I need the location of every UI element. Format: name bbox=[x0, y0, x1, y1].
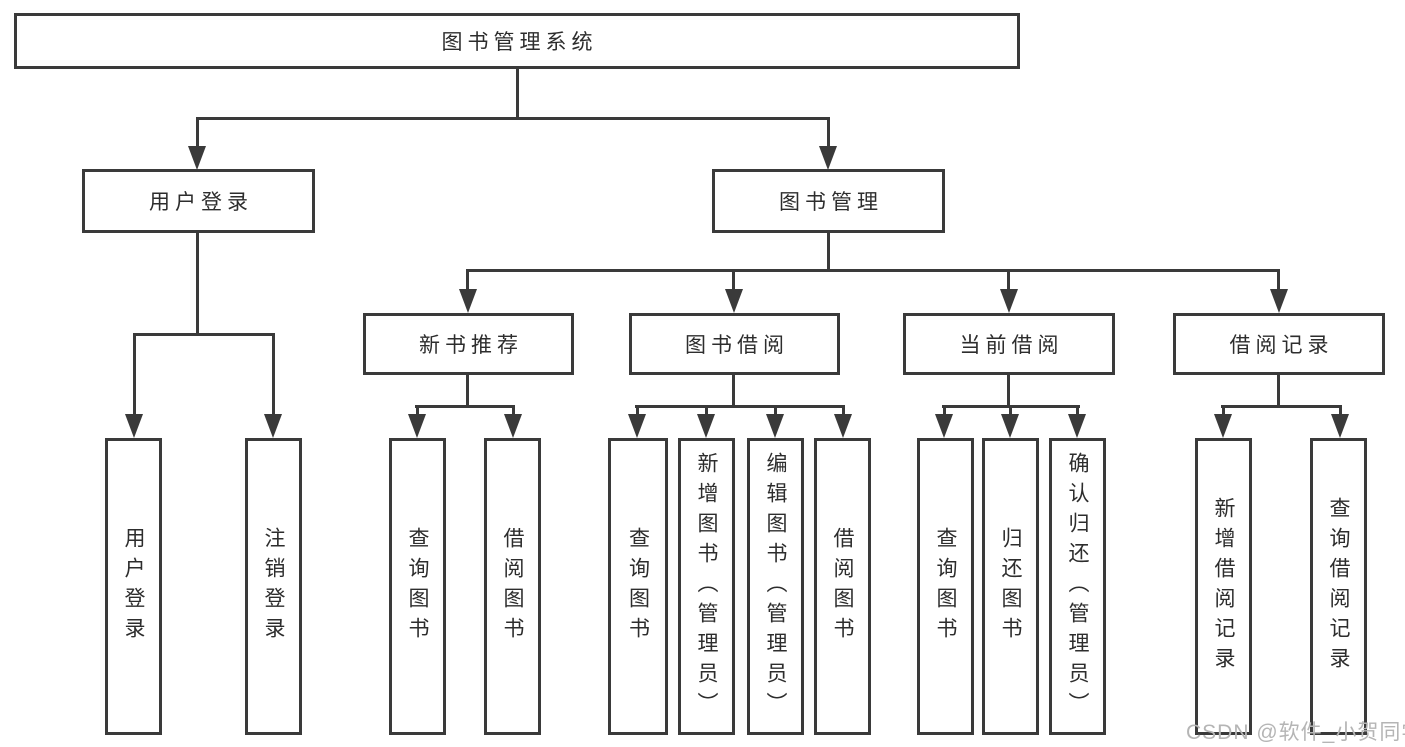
node-new-book-recommendation: 新书推荐 bbox=[363, 313, 574, 375]
leaf-query-borrow-record: 查询借阅记录 bbox=[1310, 438, 1367, 735]
connector-line bbox=[827, 117, 830, 148]
connector-line bbox=[842, 405, 845, 417]
leaf-label: 借阅图书 bbox=[831, 526, 854, 647]
leaf-label: 借阅图书 bbox=[501, 526, 524, 647]
connector-line bbox=[416, 405, 419, 417]
connector-line bbox=[732, 269, 735, 291]
connector-arrowhead bbox=[1331, 414, 1349, 438]
leaf-label: 查询图书 bbox=[934, 526, 957, 647]
leaf-label: 确认归还（管理员） bbox=[1066, 451, 1089, 722]
leaf-query-books-borrowing: 查询图书 bbox=[608, 438, 668, 735]
connector-arrowhead bbox=[1214, 414, 1232, 438]
leaf-label: 注销登录 bbox=[262, 526, 285, 647]
connector-line bbox=[133, 333, 136, 414]
leaf-logout: 注销登录 bbox=[245, 438, 302, 735]
connector-line bbox=[466, 269, 469, 291]
leaf-label: 编辑图书（管理员） bbox=[764, 451, 787, 722]
connector-line bbox=[1221, 405, 1342, 408]
leaf-label: 归还图书 bbox=[999, 526, 1022, 647]
connector-arrowhead bbox=[188, 146, 206, 170]
connector-arrowhead bbox=[819, 146, 837, 170]
connector-line bbox=[705, 405, 708, 417]
leaf-query-books-current: 查询图书 bbox=[917, 438, 974, 735]
connector-line bbox=[1277, 375, 1280, 407]
connector-arrowhead bbox=[408, 414, 426, 438]
connector-line bbox=[466, 269, 1280, 272]
node-current-borrowing: 当前借阅 bbox=[903, 313, 1115, 375]
connector-line bbox=[943, 405, 946, 417]
connector-line bbox=[636, 405, 639, 417]
connector-line bbox=[732, 375, 735, 407]
leaf-label: 查询借阅记录 bbox=[1327, 496, 1350, 677]
leaf-add-borrow-record: 新增借阅记录 bbox=[1195, 438, 1252, 735]
connector-line bbox=[827, 233, 830, 272]
connector-line bbox=[196, 233, 199, 335]
leaf-borrow-books-recommend: 借阅图书 bbox=[484, 438, 541, 735]
connector-line bbox=[1007, 375, 1010, 407]
leaf-query-books-recommend: 查询图书 bbox=[389, 438, 446, 735]
connector-arrowhead bbox=[725, 289, 743, 313]
node-borrowing-records: 借阅记录 bbox=[1173, 313, 1385, 375]
connector-arrowhead bbox=[628, 414, 646, 438]
connector-arrowhead bbox=[1068, 414, 1086, 438]
connector-arrowhead bbox=[766, 414, 784, 438]
connector-line bbox=[512, 405, 515, 417]
connector-arrowhead bbox=[1270, 289, 1288, 313]
csdn-watermark: CSDN @软件_小贺同学 bbox=[1186, 721, 1405, 744]
connector-line bbox=[133, 333, 275, 336]
connector-arrowhead bbox=[1001, 414, 1019, 438]
node-library-management-system: 图书管理系统 bbox=[14, 13, 1020, 69]
leaf-label: 查询图书 bbox=[626, 526, 650, 647]
leaf-return-book: 归还图书 bbox=[982, 438, 1039, 735]
connector-line bbox=[1339, 405, 1342, 417]
connector-line bbox=[1076, 405, 1079, 417]
node-user-login: 用户登录 bbox=[82, 169, 315, 233]
leaf-edit-book-admin: 编辑图书（管理员） bbox=[747, 438, 804, 735]
leaf-borrow-books-borrowing: 借阅图书 bbox=[814, 438, 871, 735]
connector-line bbox=[196, 117, 199, 148]
leaf-add-book-admin: 新增图书（管理员） bbox=[678, 438, 735, 735]
connector-arrowhead bbox=[1000, 289, 1018, 313]
connector-line bbox=[516, 69, 519, 118]
connector-line bbox=[272, 333, 275, 414]
leaf-user-login: 用户登录 bbox=[105, 438, 162, 735]
connector-arrowhead bbox=[697, 414, 715, 438]
leaf-label: 用户登录 bbox=[122, 526, 145, 647]
connector-line bbox=[1222, 405, 1225, 417]
connector-line bbox=[1277, 269, 1280, 291]
connector-line bbox=[1007, 269, 1010, 291]
connector-line bbox=[774, 405, 777, 417]
connector-arrowhead bbox=[264, 414, 282, 438]
node-book-borrowing: 图书借阅 bbox=[629, 313, 840, 375]
leaf-confirm-return-admin: 确认归还（管理员） bbox=[1049, 438, 1106, 735]
connector-arrowhead bbox=[935, 414, 953, 438]
leaf-label: 查询图书 bbox=[406, 526, 429, 647]
connector-line bbox=[635, 405, 845, 408]
connector-line bbox=[1009, 405, 1012, 417]
connector-line bbox=[415, 405, 515, 408]
connector-line bbox=[466, 375, 469, 407]
leaf-label: 新增图书（管理员） bbox=[695, 451, 718, 722]
connector-arrowhead bbox=[459, 289, 477, 313]
node-book-management: 图书管理 bbox=[712, 169, 945, 233]
connector-arrowhead bbox=[125, 414, 143, 438]
connector-arrowhead bbox=[834, 414, 852, 438]
leaf-label: 新增借阅记录 bbox=[1212, 496, 1235, 677]
connector-line bbox=[196, 117, 830, 120]
connector-arrowhead bbox=[504, 414, 522, 438]
